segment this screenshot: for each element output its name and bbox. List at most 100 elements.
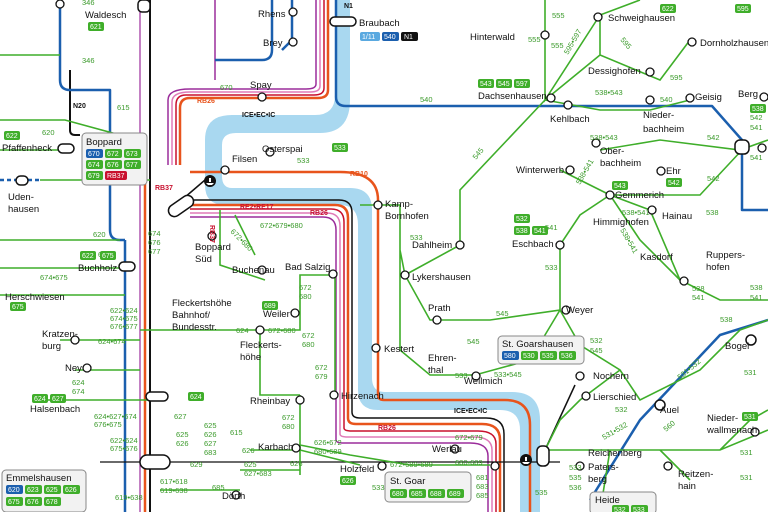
label-spay: Spay (250, 80, 272, 91)
svg-text:531: 531 (744, 414, 756, 421)
svg-text:St. Goar: St. Goar (390, 476, 425, 487)
svg-text:680: 680 (302, 340, 315, 349)
label-hainau: Hainau (662, 211, 692, 222)
label-boppardsued: Boppard (195, 242, 231, 253)
svg-text:346: 346 (82, 56, 95, 65)
label-brey: Brey (263, 38, 283, 49)
svg-text:683: 683 (204, 448, 217, 457)
svg-text:545: 545 (471, 146, 486, 161)
svg-text:675: 675 (102, 253, 114, 260)
svg-text:545: 545 (467, 337, 480, 346)
label-lierschied: Lierschied (593, 392, 636, 403)
label-fleckertshoehe-2: Bahnhof/ (172, 310, 210, 321)
svg-text:538•543: 538•543 (590, 133, 618, 142)
label-niederwallmenach-2: wallmenach (706, 425, 757, 436)
svg-text:685: 685 (476, 491, 489, 500)
label-pfaffenheck: Pfaffenheck (2, 143, 52, 154)
svg-text:N1: N1 (344, 3, 353, 10)
label-kasdorf: Kasdorf (640, 252, 673, 263)
svg-text:676: 676 (107, 162, 119, 169)
svg-text:555: 555 (528, 35, 541, 44)
svg-text:624•674: 624•674 (98, 337, 126, 346)
svg-text:622•624: 622•624 (110, 436, 138, 445)
svg-text:Boppard: Boppard (86, 137, 122, 148)
svg-text:533: 533 (297, 156, 310, 165)
svg-text:535: 535 (569, 473, 582, 482)
svg-text:678: 678 (46, 499, 58, 506)
svg-text:N20: N20 (73, 103, 86, 110)
label-ehr: Ehr (666, 166, 681, 177)
label-dahlheim: Dahlheim (412, 240, 452, 251)
svg-text:677: 677 (126, 162, 138, 169)
svg-text:533•545: 533•545 (494, 370, 522, 379)
svg-text:538: 538 (516, 228, 528, 235)
svg-text:545: 545 (590, 346, 603, 355)
svg-text:Heide: Heide (595, 495, 620, 506)
svg-text:676•675: 676•675 (94, 420, 122, 429)
label-bogel: Bogel (725, 341, 749, 352)
svg-text:672: 672 (315, 363, 328, 372)
svg-text:683: 683 (476, 482, 489, 491)
svg-text:689: 689 (264, 303, 276, 310)
svg-text:675: 675 (12, 304, 24, 311)
svg-text:672: 672 (302, 331, 315, 340)
label-himmighofen: Himmighofen (593, 217, 649, 228)
label-udenhausen-2: hausen (8, 204, 39, 215)
svg-text:531•532: 531•532 (601, 420, 629, 442)
svg-text:680: 680 (282, 422, 295, 431)
svg-text:597: 597 (516, 81, 528, 88)
svg-text:531: 531 (744, 368, 757, 377)
svg-text:672: 672 (107, 151, 119, 158)
svg-text:680: 680 (392, 491, 404, 498)
label-buchholz: Buchholz (78, 263, 117, 274)
label-fleckertshoehe2: Fleckerts- (240, 340, 282, 351)
svg-text:538: 538 (692, 284, 705, 293)
svg-text:346: 346 (82, 0, 95, 7)
label-buchenau: Buchenau (232, 265, 275, 276)
label-karbach: Karbach (258, 442, 293, 453)
svg-text:538•541: 538•541 (622, 208, 650, 217)
svg-text:622: 622 (6, 133, 18, 140)
svg-text:541: 541 (750, 293, 763, 302)
svg-text:627: 627 (204, 439, 217, 448)
svg-text:672•679•680: 672•679•680 (260, 221, 303, 230)
svg-text:531: 531 (740, 448, 753, 457)
svg-text:541: 541 (750, 153, 763, 162)
svg-text:625: 625 (176, 430, 189, 439)
svg-text:675: 675 (8, 499, 20, 506)
svg-text:675•676: 675•676 (110, 444, 138, 453)
svg-text:542: 542 (750, 113, 763, 122)
label-ney: Ney (65, 363, 82, 374)
svg-text:542: 542 (668, 180, 680, 187)
svg-text:555: 555 (551, 41, 564, 50)
svg-text:673: 673 (126, 151, 138, 158)
svg-text:538: 538 (750, 283, 763, 292)
svg-text:670: 670 (220, 83, 233, 92)
label-kehlbach: Kehlbach (550, 114, 590, 125)
label-badsalzig: Bad Salzig (285, 262, 330, 273)
svg-text:540: 540 (660, 95, 673, 104)
label-waldesch: Waldesch (85, 10, 126, 21)
svg-text:680•689: 680•689 (455, 458, 483, 467)
svg-text:St. Goarshausen: St. Goarshausen (502, 339, 573, 350)
svg-text:619•638: 619•638 (115, 493, 143, 502)
svg-text:530: 530 (523, 353, 535, 360)
label-ehrental-2: thal (428, 365, 443, 376)
svg-text:674: 674 (72, 387, 85, 396)
svg-text:685: 685 (212, 483, 225, 492)
label-holzfeld: Holzfeld (340, 464, 374, 475)
svg-text:627•683: 627•683 (244, 469, 272, 478)
svg-text:531: 531 (740, 473, 753, 482)
svg-text:622•624: 622•624 (110, 306, 138, 315)
svg-text:629: 629 (190, 460, 203, 469)
svg-text:531•532: 531•532 (676, 357, 703, 382)
label-fleckertshoehe: Fleckertshöhe (172, 298, 232, 309)
route-badges: 543 545 597 532 538 541 543 542 624 627 … (4, 4, 766, 485)
svg-text:672•680: 672•680 (229, 227, 255, 253)
svg-text:595: 595 (618, 36, 633, 51)
svg-text:545: 545 (496, 309, 509, 318)
svg-text:538: 538 (706, 208, 719, 217)
svg-text:679: 679 (88, 173, 100, 180)
